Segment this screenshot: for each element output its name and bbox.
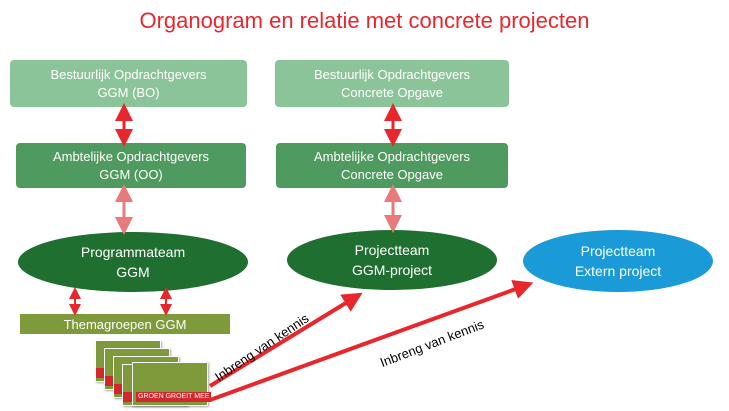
- box-line-1: Ambtelijke Opdrachtgevers: [313, 148, 471, 164]
- oval-line-2: GGM: [116, 264, 150, 280]
- page-title: Organogram en relatie met concrete proje…: [139, 8, 590, 33]
- bestuurlijk-opdrachtgevers-ggm-box: Bestuurlijk Opdrachtgevers GGM (BO): [10, 60, 247, 107]
- oval-line-1: Projectteam: [354, 242, 430, 258]
- box-line-2: Concrete Opgave: [341, 84, 443, 100]
- box-line-2: GGM (OO): [99, 166, 163, 182]
- box-line-1: Ambtelijke Opdrachtgevers: [52, 148, 210, 164]
- bestuurlijk-opdrachtgevers-opgave-box: Bestuurlijk Opdrachtgevers Concrete Opga…: [275, 60, 509, 107]
- oval-line-2: GGM-project: [351, 262, 433, 278]
- projectteam-ggm-project-oval: Projectteam GGM-project: [287, 230, 497, 290]
- groen-groeit-mee-logo: GROEN GROEIT MEE: [136, 392, 212, 402]
- themagroepen-bar: Themagroepen GGM: [20, 314, 230, 334]
- knowledge-arrow-extern-project: [209, 280, 534, 402]
- box-line-2: GGM (BO): [97, 84, 160, 100]
- groen-groeit-mee-card-front: GROEN GROEIT MEE: [132, 362, 212, 406]
- oval-line-2: Extern project: [574, 263, 662, 279]
- knowledge-arrow-ggm-project: [208, 292, 363, 388]
- oval-line-1: Programmateam: [80, 244, 186, 260]
- programmateam-ggm-oval: Programmateam GGM: [18, 232, 248, 292]
- box-line-2: Concrete Opgave: [341, 166, 443, 182]
- oval-line-1: Projectteam: [580, 243, 656, 259]
- box-line-1: Bestuurlijk Opdrachtgevers: [313, 66, 471, 82]
- ambtelijke-opdrachtgevers-opgave-box: Ambtelijke Opdrachtgevers Concrete Opgav…: [276, 143, 508, 188]
- box-line-1: Bestuurlijk Opdrachtgevers: [50, 66, 207, 82]
- ambtelijke-opdrachtgevers-ggm-box: Ambtelijke Opdrachtgevers GGM (OO): [16, 143, 246, 188]
- projectteam-extern-project-oval: Projectteam Extern project: [523, 230, 713, 292]
